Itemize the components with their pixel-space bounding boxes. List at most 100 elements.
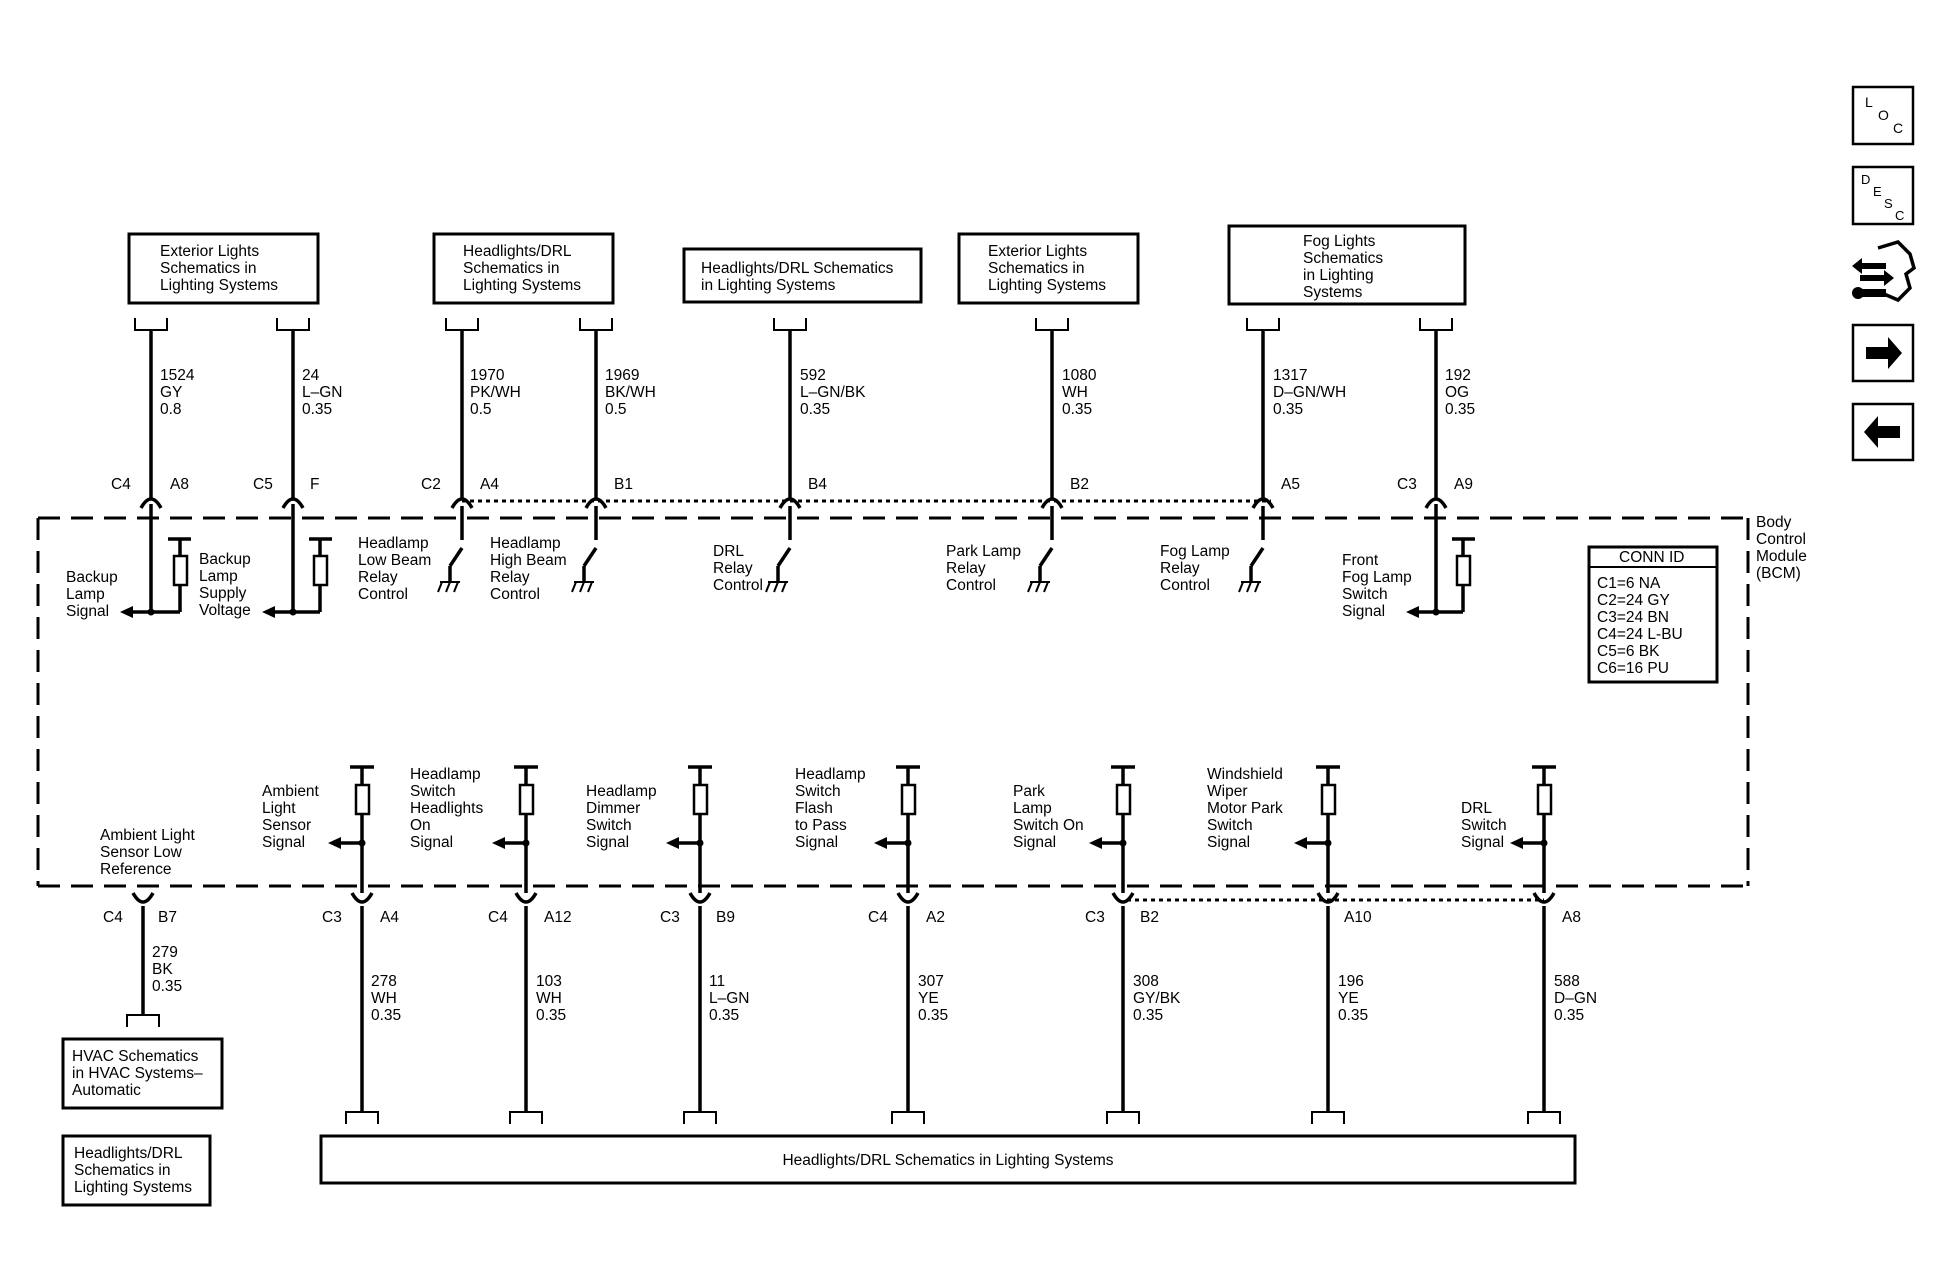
module-name: Body Control Module (BCM): [1756, 514, 1807, 582]
svg-text:1970: 1970: [470, 367, 505, 384]
svg-text:OG: OG: [1445, 384, 1469, 401]
svg-text:Lighting Systems: Lighting Systems: [160, 277, 278, 294]
ambient-light-sensor-low-reference: Ambient Light Sensor Low Reference: [100, 827, 195, 878]
svg-text:Backup: Backup: [66, 569, 118, 586]
svg-text:Fog Lamp: Fog Lamp: [1342, 569, 1412, 586]
top-wire-1970: 1970 PK/WH 0.5 C2 A4: [421, 318, 521, 509]
svg-text:0.35: 0.35: [302, 401, 332, 418]
svg-text:Sensor Low: Sensor Low: [100, 844, 183, 861]
svg-text:A2: A2: [926, 909, 945, 926]
svg-text:C3: C3: [1085, 909, 1105, 926]
svg-text:A10: A10: [1344, 909, 1372, 926]
svg-text:Control: Control: [490, 586, 540, 603]
svg-text:Signal: Signal: [1461, 834, 1504, 851]
svg-text:1080: 1080: [1062, 367, 1097, 384]
svg-text:308: 308: [1133, 973, 1159, 990]
svg-text:WH: WH: [1062, 384, 1088, 401]
svg-text:196: 196: [1338, 973, 1364, 990]
svg-text:C3: C3: [322, 909, 342, 926]
svg-text:0.35: 0.35: [536, 1007, 566, 1024]
top-wire-1969: 1969 BK/WH 0.5 B1: [579, 318, 656, 509]
svg-text:B7: B7: [158, 909, 177, 926]
bottom-ref-hvac[interactable]: HVAC Schematics in HVAC Systems– Automat…: [61, 1037, 224, 1110]
svg-text:in Lighting: in Lighting: [1303, 267, 1374, 284]
svg-text:to Pass: to Pass: [795, 817, 847, 834]
svg-text:BK: BK: [152, 961, 173, 978]
svg-text:Signal: Signal: [586, 834, 629, 851]
svg-text:B1: B1: [614, 476, 633, 493]
svg-text:Switch: Switch: [586, 817, 632, 834]
svg-text:A4: A4: [380, 909, 399, 926]
svg-text:Signal: Signal: [795, 834, 838, 851]
svg-text:L: L: [1865, 94, 1873, 110]
svg-text:DRL: DRL: [1461, 800, 1492, 817]
front-fog-lamp-switch-signal-circuit: Front Fog Lamp Switch Signal: [1342, 537, 1475, 620]
svg-text:Signal: Signal: [66, 603, 109, 620]
top-ref-exterior-lights-1[interactable]: Exterior Lights Schematics in Lighting S…: [127, 232, 320, 305]
top-wire-1317: 1317 D–GN/WH 0.35 A5: [1246, 318, 1346, 509]
svg-text:Front: Front: [1342, 552, 1379, 569]
loc-button[interactable]: L O C: [1851, 85, 1915, 146]
svg-text:Signal: Signal: [262, 834, 305, 851]
backup-lamp-signal-circuit: Backup Lamp Signal: [66, 537, 191, 620]
top-ref-headlights-drl-1[interactable]: Headlights/DRL Schematics in Lighting Sy…: [432, 232, 615, 305]
svg-text:C3: C3: [660, 909, 680, 926]
svg-text:Ambient: Ambient: [262, 783, 320, 800]
drl-switch-signal-circuit: DRL Switch Signal: [1461, 765, 1556, 893]
svg-text:Schematics in: Schematics in: [74, 1162, 170, 1179]
svg-text:0.35: 0.35: [1554, 1007, 1584, 1024]
svg-text:279: 279: [152, 944, 178, 961]
svg-text:Headlamp: Headlamp: [490, 535, 561, 552]
svg-text:F: F: [310, 476, 319, 493]
svg-text:C3=24 BN: C3=24 BN: [1597, 609, 1669, 626]
headlamp-switch-headlights-on-circuit: Headlamp Switch Headlights On Signal: [410, 765, 538, 893]
svg-text:Fog Lights: Fog Lights: [1303, 233, 1376, 250]
svg-text:E: E: [1873, 184, 1882, 199]
svg-text:Schematics: Schematics: [1303, 250, 1383, 267]
previous-page-button[interactable]: [1851, 402, 1915, 462]
top-ref-fog-lights[interactable]: Fog Lights Schematics in Lighting System…: [1227, 224, 1467, 306]
svg-text:Supply: Supply: [199, 585, 247, 602]
svg-text:Headlamp: Headlamp: [358, 535, 429, 552]
svg-text:Lamp: Lamp: [199, 568, 238, 585]
svg-text:Headlights/DRL Schematics in L: Headlights/DRL Schematics in Lighting Sy…: [782, 1152, 1113, 1169]
top-ref-headlights-drl-2[interactable]: Headlights/DRL Schematics in Lighting Sy…: [682, 247, 923, 304]
svg-text:192: 192: [1445, 367, 1471, 384]
svg-text:0.35: 0.35: [1133, 1007, 1163, 1024]
svg-text:Windshield: Windshield: [1207, 766, 1283, 783]
svg-text:Relay: Relay: [358, 569, 398, 586]
svg-text:Switch: Switch: [1207, 817, 1253, 834]
svg-text:24: 24: [302, 367, 320, 384]
svg-text:11: 11: [709, 973, 725, 990]
svg-text:C4: C4: [868, 909, 888, 926]
svg-text:Dimmer: Dimmer: [586, 800, 640, 817]
ambient-light-sensor-signal-circuit: Ambient Light Sensor Signal: [262, 765, 374, 893]
svg-text:Lamp: Lamp: [1013, 800, 1052, 817]
svg-text:L–GN: L–GN: [302, 384, 343, 401]
svg-text:Relay: Relay: [946, 560, 986, 577]
svg-text:WH: WH: [536, 990, 562, 1007]
svg-text:(BCM): (BCM): [1756, 565, 1801, 582]
top-ref-exterior-lights-2[interactable]: Exterior Lights Schematics in Lighting S…: [957, 232, 1140, 305]
svg-text:Wiper: Wiper: [1207, 783, 1247, 800]
svg-text:Reference: Reference: [100, 861, 172, 878]
svg-text:588: 588: [1554, 973, 1580, 990]
svg-text:Voltage: Voltage: [199, 602, 251, 619]
svg-text:Sensor: Sensor: [262, 817, 311, 834]
svg-text:Switch: Switch: [1461, 817, 1507, 834]
svg-text:B2: B2: [1070, 476, 1089, 493]
svg-text:CONN ID: CONN ID: [1619, 549, 1684, 566]
svg-text:Backup: Backup: [199, 551, 251, 568]
bottom-ref-headlights-drl-bar[interactable]: Headlights/DRL Schematics in Lighting Sy…: [319, 1134, 1577, 1185]
desc-button[interactable]: D E S C: [1851, 165, 1915, 226]
svg-text:Motor Park: Motor Park: [1207, 800, 1283, 817]
svg-text:S: S: [1884, 196, 1893, 211]
svg-text:C5=6 BK: C5=6 BK: [1597, 643, 1660, 660]
connector-end-view-icon[interactable]: [1852, 240, 1917, 303]
next-page-button[interactable]: [1851, 323, 1915, 383]
svg-text:592: 592: [800, 367, 826, 384]
svg-text:0.35: 0.35: [709, 1007, 739, 1024]
svg-text:Lighting Systems: Lighting Systems: [463, 277, 581, 294]
svg-text:C5: C5: [253, 476, 273, 493]
bottom-ref-headlights-drl-small[interactable]: Headlights/DRL Schematics in Lighting Sy…: [61, 1134, 212, 1207]
